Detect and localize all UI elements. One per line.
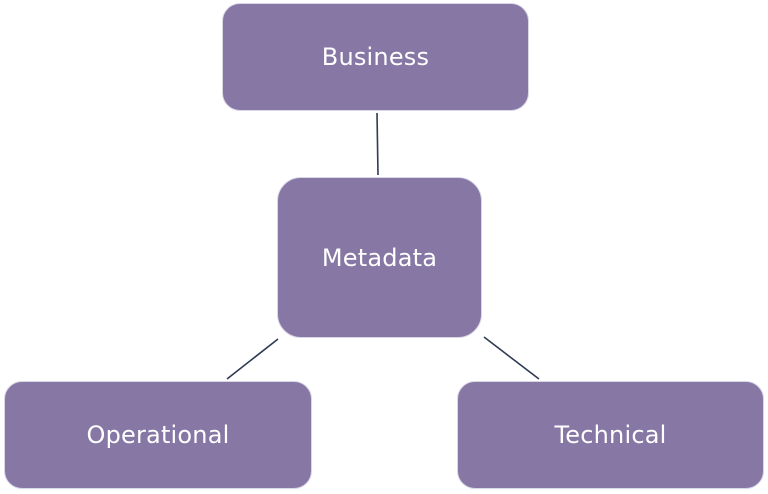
- node-business-label: Business: [321, 43, 430, 71]
- node-operational-label: Operational: [86, 421, 230, 449]
- connector-metadata-technical: [483, 336, 540, 380]
- connector-metadata-operational: [226, 338, 279, 380]
- node-technical: Technical: [457, 381, 764, 489]
- node-metadata: Metadata: [277, 177, 482, 338]
- node-operational: Operational: [4, 381, 312, 489]
- node-technical-label: Technical: [554, 421, 667, 449]
- node-business: Business: [222, 3, 529, 111]
- node-metadata-label: Metadata: [321, 243, 438, 272]
- connector-business-metadata: [376, 112, 379, 176]
